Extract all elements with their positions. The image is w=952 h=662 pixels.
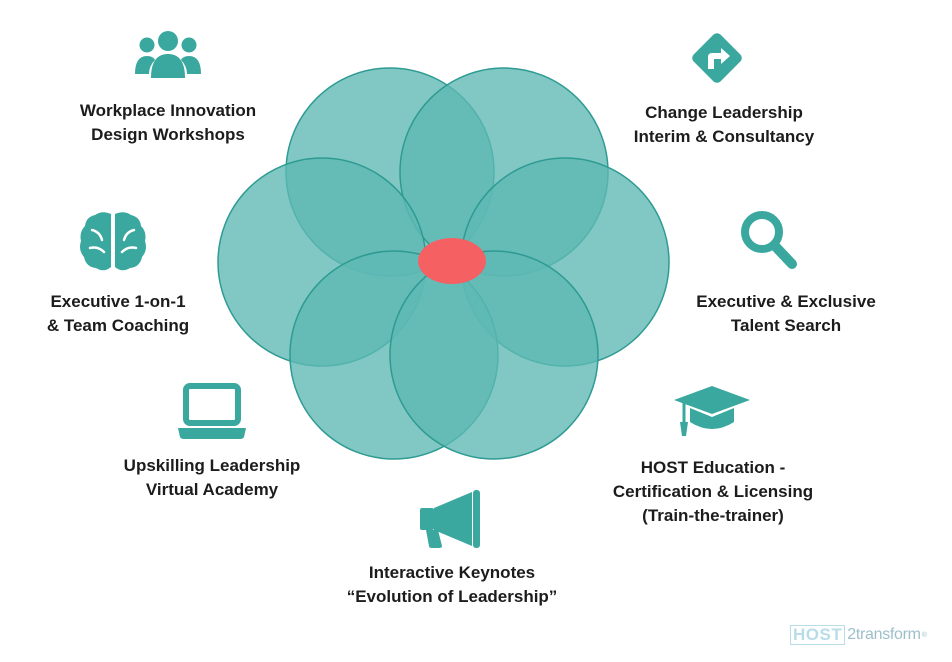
service-talent-search: Executive & Exclusive Talent Search [696, 290, 876, 338]
service-line: Executive 1-on-1 [50, 292, 186, 311]
logo-host-text: HOST [790, 625, 846, 645]
service-line: & Team Coaching [46, 316, 190, 335]
service-executive-coaching: Executive 1-on-1 & Team Coaching [47, 290, 189, 338]
service-change-leadership: Change Leadership Interim & Consultancy [634, 101, 814, 149]
service-line: Interim & Consultancy [633, 127, 815, 146]
service-line: Certification & Licensing [612, 482, 814, 501]
petal-bottom-right [389, 250, 599, 460]
host2transform-logo: HOST 2transform ® [790, 624, 927, 646]
flower-center [418, 238, 486, 284]
graduation-cap-icon [674, 386, 750, 436]
service-line: Design Workshops [91, 125, 245, 144]
service-line: Executive & Exclusive [696, 292, 876, 311]
service-virtual-academy: Upskilling Leadership Virtual Academy [124, 454, 301, 502]
service-line: “Evolution of Leadership” [346, 587, 558, 606]
service-interactive-keynotes: Interactive Keynotes “Evolution of Leade… [347, 561, 558, 609]
service-line: Workplace Innovation [79, 101, 257, 120]
brain-icon [80, 212, 146, 271]
service-line: (Train-the-trainer) [642, 506, 784, 525]
service-host-education: HOST Education - Certification & Licensi… [613, 456, 813, 528]
logo-2transform-text: 2transform [847, 626, 921, 643]
service-line: Change Leadership [645, 103, 803, 122]
service-line: Virtual Academy [145, 480, 279, 499]
service-line: Interactive Keynotes [368, 563, 536, 582]
laptop-icon [178, 383, 246, 439]
logo-registered-mark: ® [921, 631, 927, 639]
service-line: Upskilling Leadership [123, 456, 301, 475]
megaphone-icon [420, 490, 480, 548]
magnifier-search-icon [741, 211, 797, 269]
service-workplace-innovation: Workplace Innovation Design Workshops [80, 99, 256, 147]
turn-right-sign-icon [692, 33, 742, 83]
petal-group [217, 67, 670, 460]
people-group-icon [135, 31, 201, 78]
service-line: Talent Search [730, 316, 842, 335]
service-line: HOST Education - [640, 458, 786, 477]
